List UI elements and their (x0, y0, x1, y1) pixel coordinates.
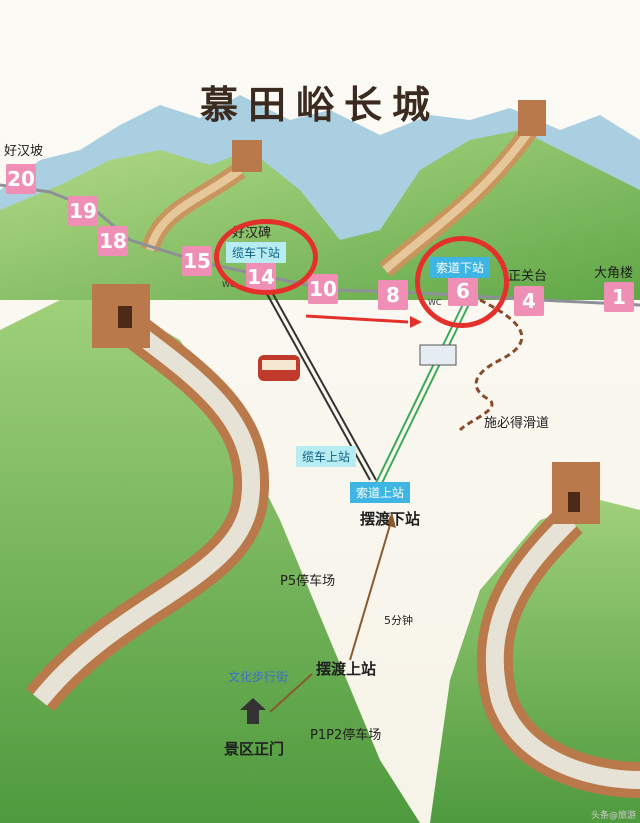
shuttle-bottom-station: 摆渡上站 (316, 660, 377, 678)
wc-sign-left: WC (222, 280, 236, 289)
station-19-badge: 19 (68, 196, 98, 226)
station-8-badge: 8 (378, 280, 408, 310)
highlight-circle-cable (214, 219, 318, 295)
station-4-name: 正关台 (508, 269, 548, 284)
main-gate-icon (240, 698, 266, 724)
p5-parking-label: P5停车场 (280, 574, 336, 589)
station-20-badge: 20 (6, 164, 36, 194)
highlight-circle-chairlift (415, 236, 509, 328)
slide-path (458, 298, 524, 432)
watermark: 头条@旅游 (590, 811, 636, 821)
station-1-badge: 1 (604, 282, 634, 312)
main-gate-label: 景区正门 (224, 740, 285, 758)
station-15-badge: 15 (182, 246, 212, 276)
station-4-badge: 4 (514, 286, 544, 316)
shuttle-duration: 5分钟 (384, 614, 413, 627)
station-1-name: 大角楼 (594, 266, 634, 281)
culture-street-label: 文化步行街 (228, 670, 289, 684)
station-20-name: 好汉坡 (4, 144, 44, 159)
page-title: 慕田峪长城 (199, 83, 440, 127)
right-mountain (430, 500, 640, 823)
chairlift-bottom-station: 索道上站 (350, 482, 411, 503)
station-18-badge: 18 (98, 226, 128, 256)
shuttle-top-station: 摆渡下站 (360, 510, 421, 528)
p1p2-parking-label: P1P2停车场 (310, 728, 382, 743)
red-arrow (305, 314, 409, 324)
chairlift-line (374, 299, 466, 486)
cable-car-bottom-station: 缆车上站 (296, 446, 357, 467)
slide-label: 施必得滑道 (484, 416, 550, 431)
station-10-badge: 10 (308, 274, 338, 304)
